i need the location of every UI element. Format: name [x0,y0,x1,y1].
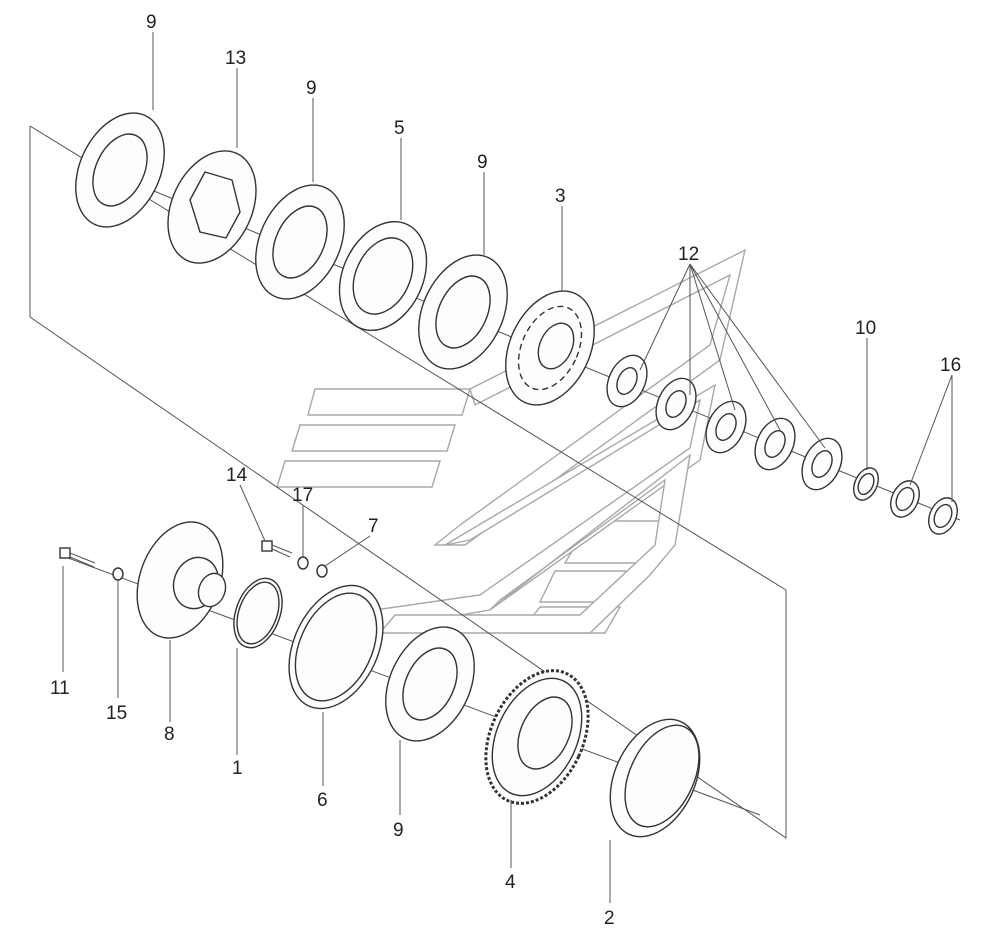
part-14-bolt [261,540,293,558]
part-1-ring [233,577,283,649]
callout-10: 10 [855,318,876,339]
callout-9c: 9 [477,152,488,173]
part-12-washers [606,354,843,491]
callout-8: 8 [164,724,175,745]
part-7-nut [316,564,328,578]
callout-labels: 9 13 9 5 9 3 12 10 16 14 17 7 11 15 8 1 … [50,12,961,929]
callout-4: 4 [505,872,516,893]
callout-6: 6 [317,790,328,811]
part-16-bearings [890,480,958,535]
callout-7: 7 [368,516,379,537]
part-11-bolt [59,547,96,568]
callout-9b: 9 [306,78,317,99]
callout-9d: 9 [393,820,404,841]
callout-3: 3 [555,186,566,207]
part-15-nut [112,567,124,581]
part-17-washer [297,556,309,570]
callout-13: 13 [225,48,246,69]
callout-17: 17 [292,485,313,506]
part-4-sprocket [484,669,590,805]
callout-9a: 9 [146,12,157,33]
part-9-disc-top-1 [75,112,165,228]
part-8-hub [136,521,227,639]
callout-2: 2 [604,908,615,929]
part-10-ring [853,467,879,501]
callout-14: 14 [226,465,248,486]
leader-lines [62,32,953,903]
part-9-disc-top-2 [255,184,345,300]
callout-5: 5 [394,118,405,139]
part-3-cooling-disc [505,290,595,406]
part-9-disc-top-3 [418,254,508,370]
part-2-housing-ring [609,718,701,838]
part-9-disc-bottom [385,626,475,742]
part-5-tabbed-disc [338,220,428,332]
callout-16: 16 [940,355,961,376]
part-6-flange-ring [288,584,384,710]
callout-15: 15 [106,703,127,724]
callout-11: 11 [50,678,70,699]
watermark-logo [276,248,747,634]
callout-12: 12 [678,244,699,265]
callout-1: 1 [232,758,243,779]
part-13-hex-plate [167,150,257,264]
